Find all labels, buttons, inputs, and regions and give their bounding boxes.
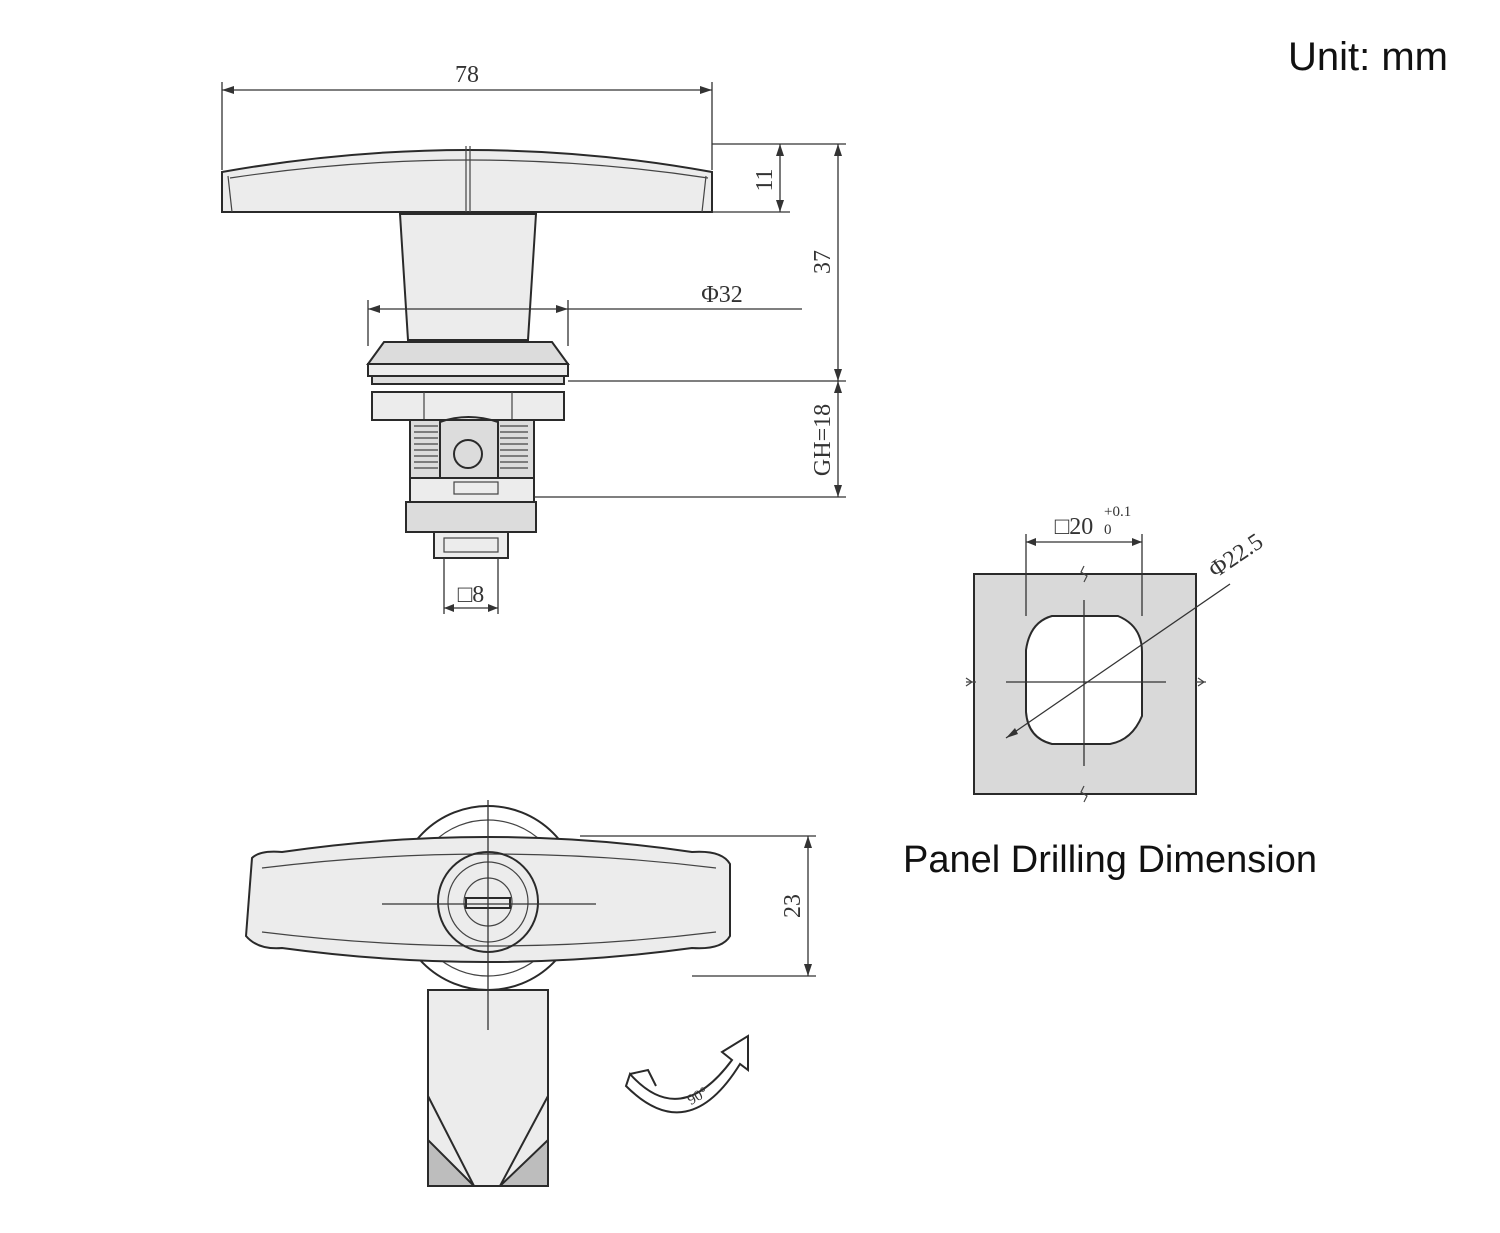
rotation-arrow: 90° xyxy=(624,1034,749,1114)
handle-side xyxy=(221,149,713,213)
dim-phi22-5-text: Φ22.5 xyxy=(1204,529,1268,584)
dim-sq20-tol-lower: 0 xyxy=(1104,522,1112,538)
dim-square-drive: □8 xyxy=(443,558,499,614)
dim-sq8-text: □8 xyxy=(458,582,485,608)
dim-handle-depth: 23 xyxy=(580,835,816,977)
front-view: 23 90° xyxy=(244,800,816,1187)
flange xyxy=(366,341,570,365)
unit-label: Unit: mm xyxy=(1288,35,1448,79)
dim-phi32-text: Φ32 xyxy=(701,282,743,308)
dim-sq20-text: □20 xyxy=(1055,514,1094,540)
dim-37-text: 37 xyxy=(810,250,836,274)
dim-total-height: 37 xyxy=(568,143,846,382)
gasket xyxy=(367,363,569,377)
dim-body-diameter: Φ32 xyxy=(367,282,802,346)
side-view: 78 11 37 Φ32 xyxy=(221,62,846,614)
dim-grip-height: GH=18 xyxy=(534,381,846,498)
dim-handle-height: 11 xyxy=(712,143,790,213)
square-drive xyxy=(433,531,509,559)
panel-drilling-view: □20 +0.1 0 Φ22.5 Panel Drilling Dimensio… xyxy=(903,504,1317,881)
handle-neck xyxy=(398,213,538,341)
dim-handle-width: 78 xyxy=(221,62,713,170)
threaded-body xyxy=(409,419,535,479)
dim-sq20-tol-upper: +0.1 xyxy=(1104,504,1131,520)
dim-11-text: 11 xyxy=(752,168,778,191)
panel-caption: Panel Drilling Dimension xyxy=(903,839,1317,881)
hex-nut xyxy=(371,391,565,421)
detent-ball xyxy=(453,439,483,469)
dim-78-text: 78 xyxy=(455,62,479,88)
dim-23-text: 23 xyxy=(780,894,806,918)
dim-gh18-text: GH=18 xyxy=(810,404,836,476)
cam-washer xyxy=(405,501,537,533)
